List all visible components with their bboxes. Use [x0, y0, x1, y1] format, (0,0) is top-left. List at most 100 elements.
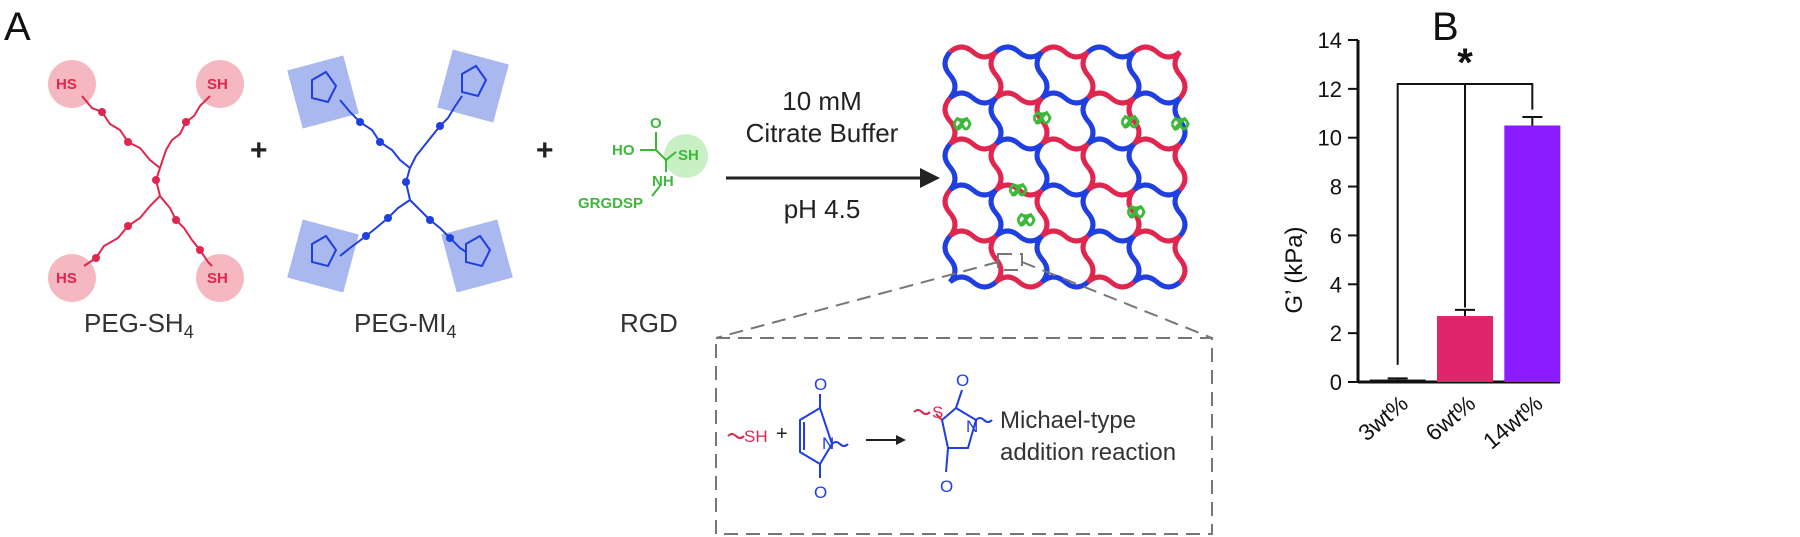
network-strand: [988, 234, 1004, 284]
y-tick-label: 14: [1318, 28, 1342, 53]
network-strand: [988, 188, 1004, 238]
network-strand: [1080, 96, 1096, 146]
network-strand: [1034, 50, 1050, 100]
network-strand: [1132, 228, 1182, 244]
sh-label: SH: [207, 270, 228, 287]
network-strand: [1172, 142, 1188, 192]
rgd-label: RGD: [620, 308, 678, 338]
network-strand: [942, 96, 958, 146]
inset-o-label: O: [940, 477, 953, 496]
bar-2: [1437, 316, 1493, 382]
bar-1: [1369, 379, 1426, 382]
y-tick-label: 10: [1318, 126, 1342, 151]
rgd-blob: [1120, 114, 1140, 129]
rgd-blob: [1126, 204, 1146, 219]
network-strand: [1126, 50, 1142, 100]
network-strand: [1086, 44, 1136, 60]
panel-b-label: B: [1432, 5, 1459, 49]
network-strand: [948, 90, 998, 106]
reaction-arrowhead: [920, 168, 940, 188]
thiol-circle: [196, 254, 244, 302]
network-strand: [1040, 274, 1090, 290]
x-tick-label: 6wt%: [1420, 390, 1480, 446]
network-strand: [942, 142, 958, 192]
rgd-ho-label: HO: [612, 142, 635, 159]
network-strand: [1086, 136, 1136, 152]
inset-caption-line2: addition reaction: [1000, 439, 1176, 466]
network-strand: [1126, 142, 1142, 192]
y-tick-label: 0: [1330, 370, 1342, 395]
condition-buffer: Citrate Buffer: [746, 118, 899, 148]
maleimide-box: [287, 55, 359, 129]
network-strand: [1040, 44, 1090, 60]
network-strand: [1086, 90, 1136, 106]
rgd-blob: [1032, 110, 1052, 125]
network-strand: [988, 96, 1004, 146]
rgd-thiol-circle: [664, 134, 708, 178]
network-strand: [988, 50, 1004, 100]
inset-plus: +: [776, 423, 788, 445]
inset-n-label: N: [966, 417, 978, 436]
zoom-guides: [715, 253, 1213, 535]
network-strand: [1086, 182, 1136, 198]
plus-sign: +: [536, 134, 554, 167]
network-strand: [942, 234, 958, 284]
maleimide-box: [287, 219, 359, 293]
network-strand: [1126, 234, 1142, 284]
network-strand: [1132, 136, 1182, 152]
network-strand: [948, 136, 998, 152]
network-strand: [1172, 188, 1188, 238]
inset-s-label: S: [932, 403, 943, 422]
network-strand: [1080, 188, 1096, 238]
network-strand: [994, 228, 1044, 244]
x-tick-label: 3wt%: [1353, 390, 1413, 446]
y-axis-label: G’ (kPa): [1281, 226, 1308, 313]
thiol-circle: [196, 60, 244, 108]
network-strand: [1172, 234, 1188, 284]
network-strand: [948, 182, 998, 198]
network-strand: [1132, 90, 1182, 106]
rgd-blob: [1016, 212, 1036, 227]
maleimide-box: [441, 219, 513, 293]
reaction-inset: SH + O N O S O N O Michael-type addition…: [727, 371, 1176, 502]
network-strand: [988, 142, 1004, 192]
inset-o-label: O: [814, 375, 827, 394]
network-strand: [948, 228, 998, 244]
condition-ph: pH 4.5: [784, 194, 861, 224]
peg-sh4-structure: HS SH HS SH: [48, 60, 244, 302]
bar-3: [1504, 125, 1561, 382]
inset-caption-line1: Michael-type: [1000, 407, 1136, 434]
network-strand: [1034, 234, 1050, 284]
inset-n-label: N: [822, 434, 834, 453]
network-strand: [994, 90, 1044, 106]
y-tick-label: 2: [1330, 321, 1342, 346]
x-tick-label: 14wt%: [1478, 390, 1548, 454]
hs-label: HS: [56, 76, 77, 93]
network-strand: [1034, 188, 1050, 238]
rgd-nh-label: NH: [652, 173, 674, 190]
rgd-sh-label: SH: [678, 147, 699, 164]
network-strand: [1080, 234, 1096, 284]
network-strand: [1080, 142, 1096, 192]
maleimide-molecule: [799, 394, 849, 478]
network-strand: [1040, 182, 1090, 198]
inset-o-label: O: [814, 483, 827, 502]
hs-label: HS: [56, 270, 77, 287]
panel-a-label: A: [4, 5, 31, 49]
peg-sh4-label: PEG-SH4: [84, 308, 194, 342]
y-tick-label: 12: [1318, 77, 1342, 102]
network-strand: [1040, 136, 1090, 152]
y-tick-label: 8: [1330, 175, 1342, 200]
network-strand: [1040, 228, 1090, 244]
network-strand: [994, 44, 1044, 60]
network-strand: [1126, 96, 1142, 146]
network-strand: [948, 274, 998, 290]
y-tick-label: 6: [1330, 223, 1342, 248]
network-strand: [994, 136, 1044, 152]
network-strand: [1086, 228, 1136, 244]
condition-concentration: 10 mM: [782, 86, 861, 116]
hydrogel-network: [942, 44, 1190, 290]
y-tick-label: 4: [1330, 272, 1342, 297]
network-strand: [1172, 50, 1188, 100]
